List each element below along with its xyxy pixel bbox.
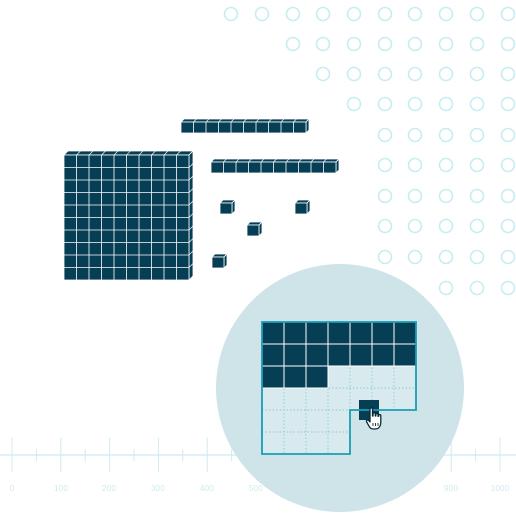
dot-ring — [438, 36, 454, 52]
grid-cell-filled — [283, 343, 307, 367]
unit-cubes — [211, 199, 311, 269]
dot-ring — [438, 96, 454, 112]
dot-ring — [315, 66, 331, 82]
ten-rod-block[interactable] — [210, 158, 340, 174]
grid-cell-filled — [349, 321, 373, 345]
dot-ring — [500, 36, 516, 52]
hundred-flat-block[interactable] — [63, 150, 194, 281]
dot-ring — [438, 280, 454, 296]
dot-ring — [407, 96, 423, 112]
dot-ring — [500, 188, 516, 204]
dot-ring — [500, 280, 516, 296]
dot-ring — [377, 66, 393, 82]
dot-ring — [500, 249, 516, 265]
dot-ring — [285, 36, 301, 52]
dot-ring — [469, 249, 485, 265]
dot-ring — [500, 157, 516, 173]
grid-cell-filled — [393, 321, 417, 345]
grid-cell-filled — [371, 343, 395, 367]
dot-ring — [377, 157, 393, 173]
dot-ring — [407, 127, 423, 143]
hundred-grid[interactable] — [261, 321, 417, 455]
dot-ring — [469, 280, 485, 296]
dot-ring — [469, 127, 485, 143]
axis-tick-label: 0 — [9, 484, 15, 493]
dot-ring — [407, 249, 423, 265]
dot-ring — [469, 36, 485, 52]
dot-ring — [377, 127, 393, 143]
dot-ring — [285, 6, 301, 22]
dot-ring — [438, 66, 454, 82]
grid-cell-filled — [283, 365, 307, 389]
decorative-dot-pattern — [223, 6, 516, 296]
dot-ring — [377, 218, 393, 234]
dot-ring — [377, 249, 393, 265]
dot-ring — [469, 96, 485, 112]
grid-cell-filled — [371, 321, 395, 345]
dot-ring — [315, 36, 331, 52]
dot-ring — [500, 66, 516, 82]
dot-ring — [346, 96, 362, 112]
dot-ring — [500, 6, 516, 22]
dot-ring — [469, 188, 485, 204]
grid-cell-filled — [305, 321, 329, 345]
grid-cell-filled — [261, 343, 285, 367]
dot-ring — [315, 6, 331, 22]
dot-ring — [377, 6, 393, 22]
unit-cube[interactable] — [294, 199, 311, 215]
dot-ring — [438, 6, 454, 22]
dot-ring — [407, 188, 423, 204]
unit-cube[interactable] — [246, 221, 263, 237]
grid-cell-filled — [305, 365, 329, 389]
grid-cell-filled — [327, 343, 351, 367]
dot-ring — [407, 66, 423, 82]
grid-cell-filled — [261, 321, 285, 345]
axis-tick-label: 500 — [249, 484, 263, 493]
dot-ring — [407, 36, 423, 52]
grid-cell-filled — [283, 321, 307, 345]
axis-tick-label: 100 — [54, 484, 68, 493]
axis-tick-label: 1000 — [490, 484, 510, 493]
dot-ring — [438, 127, 454, 143]
dot-ring — [469, 218, 485, 234]
dot-ring — [407, 6, 423, 22]
axis-tick-label: 900 — [444, 484, 458, 493]
dot-ring — [500, 218, 516, 234]
dot-ring — [346, 6, 362, 22]
unit-cube[interactable] — [219, 199, 236, 215]
dot-ring — [377, 96, 393, 112]
grid-cell-filled — [327, 321, 351, 345]
axis-tick-label: 400 — [200, 484, 214, 493]
dot-ring — [407, 218, 423, 234]
dot-ring — [469, 6, 485, 22]
grid-cell-filled — [393, 343, 417, 367]
dot-ring — [469, 157, 485, 173]
axis-tick-label: 200 — [102, 484, 116, 493]
dot-ring — [438, 157, 454, 173]
dot-ring — [254, 6, 270, 22]
hand-pointer-icon — [365, 407, 382, 430]
grid-cell-filled — [349, 343, 373, 367]
dot-ring — [377, 36, 393, 52]
dot-ring — [438, 188, 454, 204]
unit-cube[interactable] — [211, 253, 228, 269]
axis-tick-label: 300 — [151, 484, 165, 493]
grid-cell-filled — [305, 343, 329, 367]
dot-ring — [438, 218, 454, 234]
dot-ring — [346, 36, 362, 52]
dot-ring — [469, 66, 485, 82]
dot-ring — [346, 66, 362, 82]
dot-ring — [500, 96, 516, 112]
dot-ring — [223, 6, 239, 22]
ten-rod-block[interactable] — [180, 118, 310, 134]
dot-ring — [407, 157, 423, 173]
dot-ring — [500, 127, 516, 143]
dot-ring — [438, 249, 454, 265]
grid-cell-filled — [261, 365, 285, 389]
dot-ring — [377, 188, 393, 204]
